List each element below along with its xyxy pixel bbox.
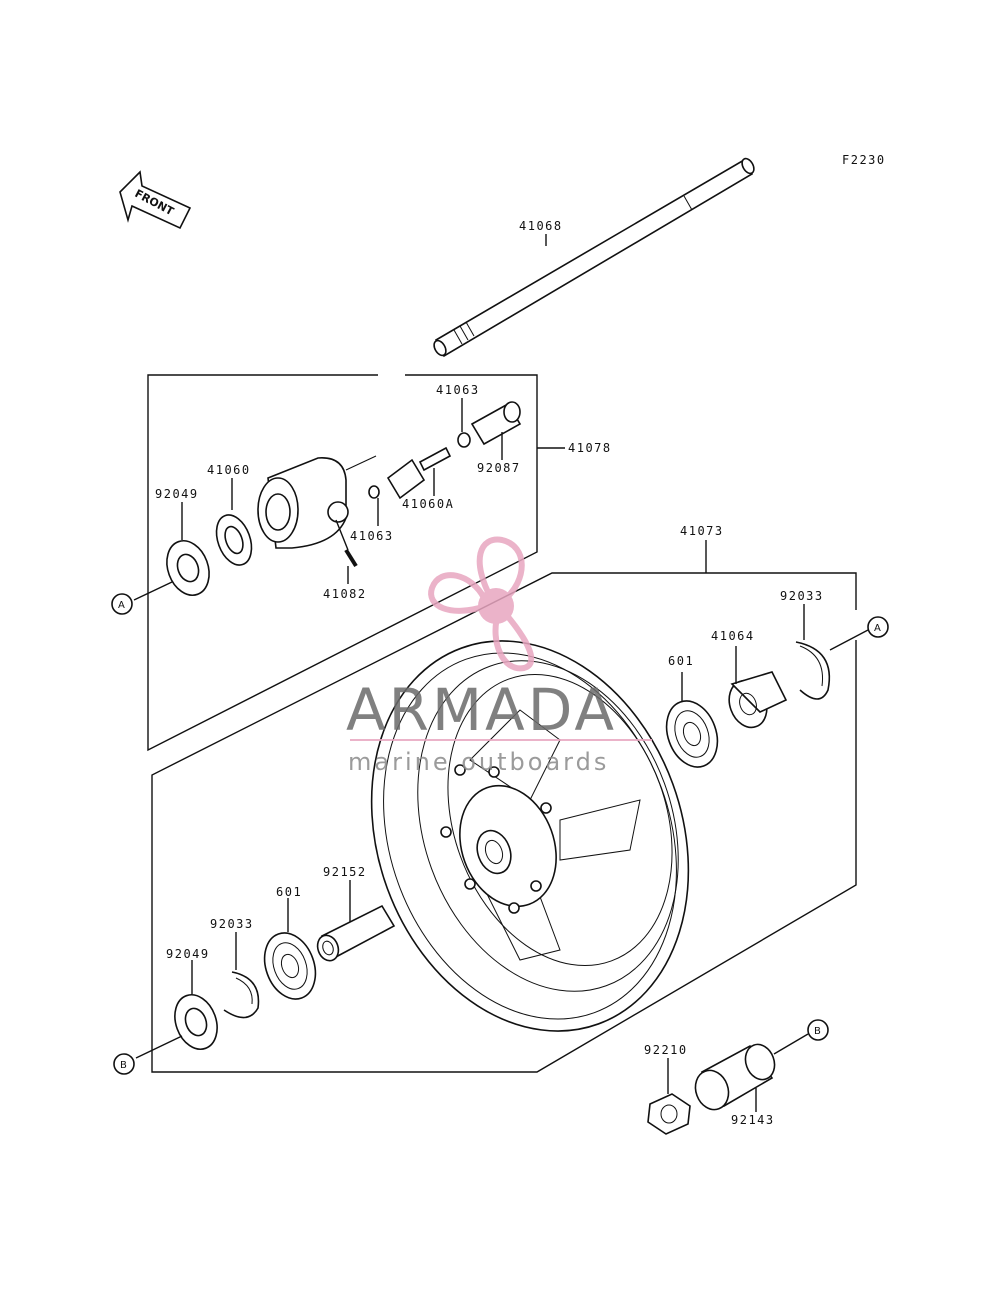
- label-92049-bottom: 92049: [166, 947, 210, 961]
- callout-a-left: A: [111, 593, 133, 615]
- svg-text:A: A: [874, 623, 881, 634]
- label-41060A: 41060A: [402, 497, 454, 511]
- label-92033-right: 92033: [780, 589, 824, 603]
- label-92033-left: 92033: [210, 917, 254, 931]
- label-92087: 92087: [477, 461, 521, 475]
- collar-41064: [728, 671, 788, 729]
- callout-b-left: B: [113, 1053, 135, 1075]
- label-41073: 41073: [680, 524, 724, 538]
- figure-code: F2230: [842, 153, 886, 167]
- label-41082: 41082: [323, 587, 367, 601]
- wheel-rim: [370, 640, 690, 1032]
- label-41078: 41078: [568, 441, 612, 455]
- svg-text:A: A: [118, 600, 125, 611]
- propeller-logo-icon: [428, 536, 535, 672]
- assembly-frame-41073: [151, 572, 857, 1073]
- axle-shaft: [433, 157, 755, 358]
- gear-housing: [257, 455, 377, 549]
- seal-92049-top: [166, 540, 210, 596]
- svg-text:B: B: [120, 1060, 127, 1071]
- snap-ring-92033-left: [223, 971, 260, 1019]
- spacer-92152: [316, 904, 396, 962]
- bushing-92087: [470, 401, 522, 446]
- label-92152: 92152: [323, 865, 367, 879]
- label-41060: 41060: [207, 463, 251, 477]
- callout-a-right: A: [867, 616, 889, 638]
- label-41063-top: 41063: [436, 383, 480, 397]
- label-41064: 41064: [711, 629, 755, 643]
- label-601-right: 601: [668, 654, 694, 668]
- pin-41082: [344, 548, 358, 568]
- label-41068: 41068: [519, 219, 563, 233]
- front-arrow-icon: FRONT: [119, 170, 192, 230]
- snap-ring-92033-right: [795, 641, 830, 700]
- collar-92143: [694, 1043, 776, 1111]
- watermark: ARMADA marine outboards: [346, 536, 652, 776]
- label-92210: 92210: [644, 1043, 688, 1057]
- label-41063-lower: 41063: [350, 529, 394, 543]
- washer-41063-lower: [368, 485, 380, 499]
- label-92143: 92143: [731, 1113, 775, 1127]
- label-601-left: 601: [276, 885, 302, 899]
- gear-41060A: [386, 446, 452, 500]
- bearing-601-right: [665, 700, 719, 768]
- svg-text:B: B: [814, 1026, 821, 1037]
- washer-41063-top: [457, 432, 471, 448]
- bearing-601-left: [263, 932, 317, 1000]
- gear-41060: [215, 514, 253, 566]
- watermark-brand: ARMADA: [346, 676, 617, 744]
- callout-b-right: B: [807, 1019, 829, 1041]
- watermark-tagline: marine outboards: [348, 748, 609, 776]
- nut-92210: [647, 1093, 691, 1135]
- assembly-frame-41078: [147, 374, 538, 752]
- seal-92049-bottom: [174, 994, 218, 1050]
- label-92049-top: 92049: [155, 487, 199, 501]
